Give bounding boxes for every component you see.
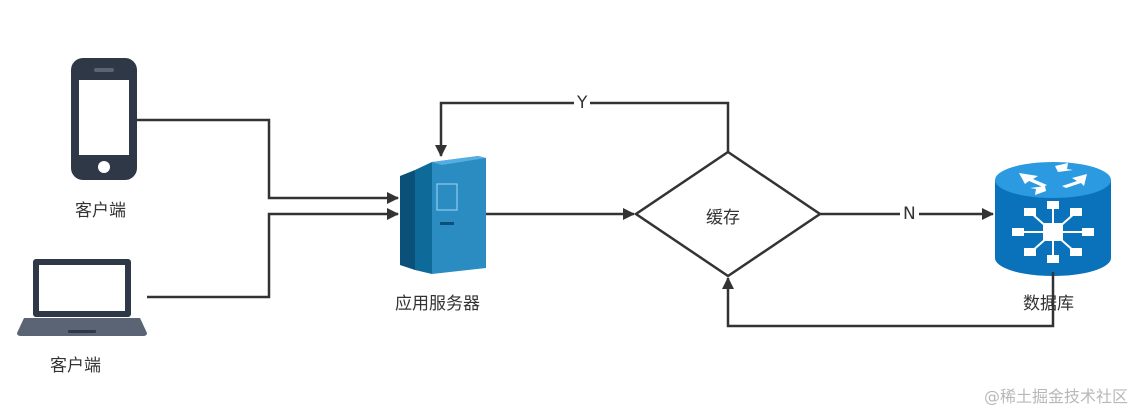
database-to-cache-edge [722, 272, 1055, 328]
laptop-icon [17, 259, 147, 336]
cache-hit-label: Y [574, 94, 591, 112]
cache-diamond [633, 150, 823, 278]
server-icon [400, 156, 486, 274]
phone-client-label: 客户端 [75, 201, 126, 221]
database-icon [995, 162, 1111, 276]
laptop-client-label: 客户端 [50, 356, 101, 376]
watermark: @稀土掘金技术社区 [983, 387, 1128, 406]
cache-label: 缓存 [706, 208, 740, 228]
cache-miss-label: N [900, 205, 919, 223]
phone-icon [71, 58, 137, 180]
phone-to-server-edge [137, 118, 399, 204]
server-label: 应用服务器 [395, 294, 480, 314]
laptop-to-server-edge [147, 208, 399, 299]
database-label: 数据库 [1023, 294, 1074, 314]
